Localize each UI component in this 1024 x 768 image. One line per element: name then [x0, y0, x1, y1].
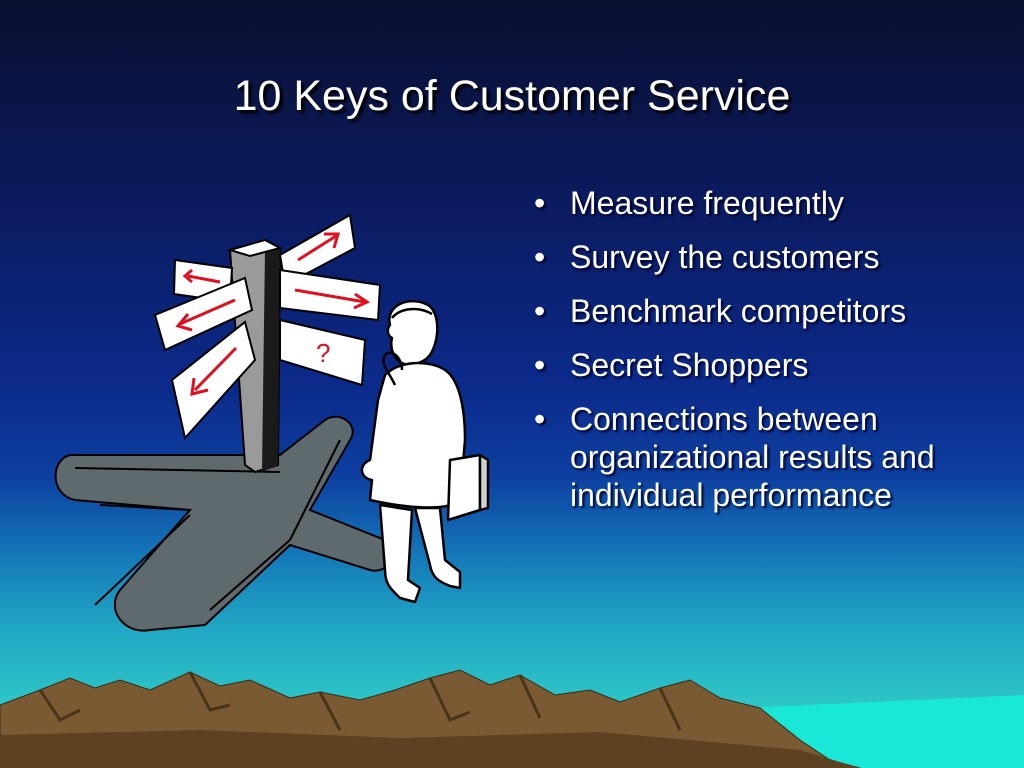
person-figure: [360, 299, 490, 604]
bullet-text: Connections between organizational resul…: [570, 401, 935, 513]
bullet-item: • Survey the customers: [530, 238, 1000, 276]
bullet-dot: •: [534, 185, 546, 221]
bullet-dot: •: [534, 401, 546, 437]
question-mark-label: ?: [316, 338, 330, 368]
sign-right-long: [279, 268, 382, 322]
mountains-landscape: [0, 669, 1024, 768]
bullet-text: Measure frequently: [570, 185, 844, 221]
bullet-text: Benchmark competitors: [570, 293, 907, 329]
slide-title: 10 Keys of Customer Service: [233, 72, 791, 120]
sign-question: ?: [279, 318, 367, 387]
bullet-text: Secret Shoppers: [570, 347, 809, 383]
bullet-item: • Benchmark competitors: [530, 292, 1000, 330]
sign-left-lower: [170, 320, 257, 441]
signpost-person-icon: ?: [54, 213, 490, 632]
bullet-item: • Connections between organizational resu…: [530, 400, 1000, 514]
bullet-text: Survey the customers: [570, 239, 880, 275]
bullet-list: • Measure frequently • Survey the customer…: [530, 184, 1000, 530]
bullet-dot: •: [534, 239, 546, 275]
sign-left-large: [153, 276, 254, 352]
bullet-item: • Secret Shoppers: [530, 346, 1000, 384]
bullet-item: • Measure frequently: [530, 184, 1000, 222]
bullet-dot: •: [534, 347, 546, 383]
bullet-dot: •: [534, 293, 546, 329]
